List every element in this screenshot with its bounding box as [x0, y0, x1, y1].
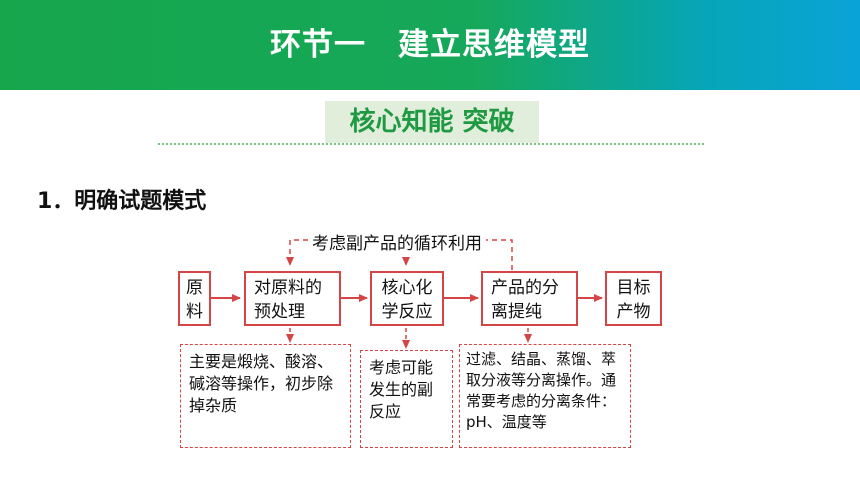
step-pretreatment: 对原料的预处理 — [244, 271, 341, 326]
recycle-label: 考虑副产品的循环利用 — [308, 229, 486, 254]
note-side-reaction: 考虑可能发生的副反应 — [360, 350, 453, 448]
section-divider — [158, 143, 704, 145]
note-text: 主要是煅烧、酸溶、碱溶等操作，初步除掉杂质 — [189, 352, 334, 415]
note-pretreatment: 主要是煅烧、酸溶、碱溶等操作，初步除掉杂质 — [180, 344, 351, 448]
section-heading: 1．明确试题模式 — [37, 189, 207, 214]
step-label: 目标产物 — [616, 278, 651, 322]
section-tab: 核心知能 突破 — [325, 101, 539, 143]
step-target-product: 目标产物 — [605, 271, 662, 326]
page-title: 环节一 建立思维模型 — [270, 27, 590, 63]
note-text: 过滤、结晶、蒸馏、萃取分液等分离操作。通常要考虑的分离条件：pH、温度等 — [466, 350, 617, 431]
step-label: 产品的分离提纯 — [491, 278, 559, 322]
step-label: 核心化学反应 — [381, 278, 433, 322]
step-label: 原料 — [186, 278, 203, 322]
step-label: 对原料的预处理 — [254, 278, 322, 322]
step-core-reaction: 核心化学反应 — [370, 271, 444, 326]
note-separation: 过滤、结晶、蒸馏、萃取分液等分离操作。通常要考虑的分离条件：pH、温度等 — [459, 344, 631, 448]
note-text: 考虑可能发生的副反应 — [369, 358, 434, 421]
recycle-loop-line — [286, 239, 513, 270]
title-banner: 环节一 建立思维模型 — [0, 0, 860, 90]
step-raw-material: 原料 — [178, 271, 211, 326]
step-separation: 产品的分离提纯 — [481, 271, 578, 326]
